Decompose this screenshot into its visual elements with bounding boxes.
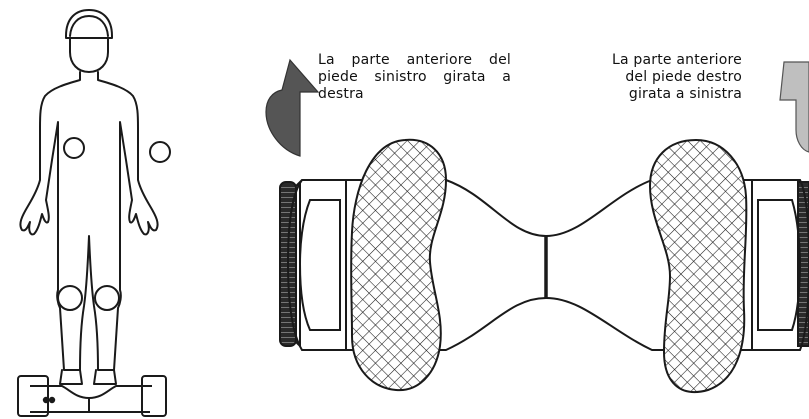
hoverboard-top-view [279,179,809,351]
right-elbow-pad [149,141,171,163]
right-shoe [93,369,117,385]
rider-figure [19,9,171,385]
right-caption-line-2: del piede destro [625,69,742,85]
left-knee-pad [57,285,83,311]
turn-right-arrow-icon [265,58,320,157]
left-shoe [59,369,83,385]
left-caption-line-2: piede sinistro girata a [318,69,511,85]
right-footprint [648,138,748,393]
rider-hoverboard [17,375,167,417]
left-foot-caption: La parte anteriore del piede sinistro gi… [318,52,511,103]
right-knee-pad [94,285,120,311]
left-caption-line-1: La parte anteriore del [318,52,511,68]
body-outline [19,71,159,371]
left-elbow-pad [63,137,85,159]
right-caption-line-1: La parte anteriore [611,52,742,68]
left-caption-line-3: destra [318,86,364,102]
right-foot-caption: La parte anteriore del piede destro gira… [598,52,742,103]
left-footprint [350,138,448,392]
right-wheel [797,181,809,347]
head [69,37,109,73]
left-fender [286,179,347,351]
right-caption-line-3: girata a sinistra [628,86,742,102]
helmet [65,9,113,39]
turn-left-arrow-icon [779,61,809,153]
